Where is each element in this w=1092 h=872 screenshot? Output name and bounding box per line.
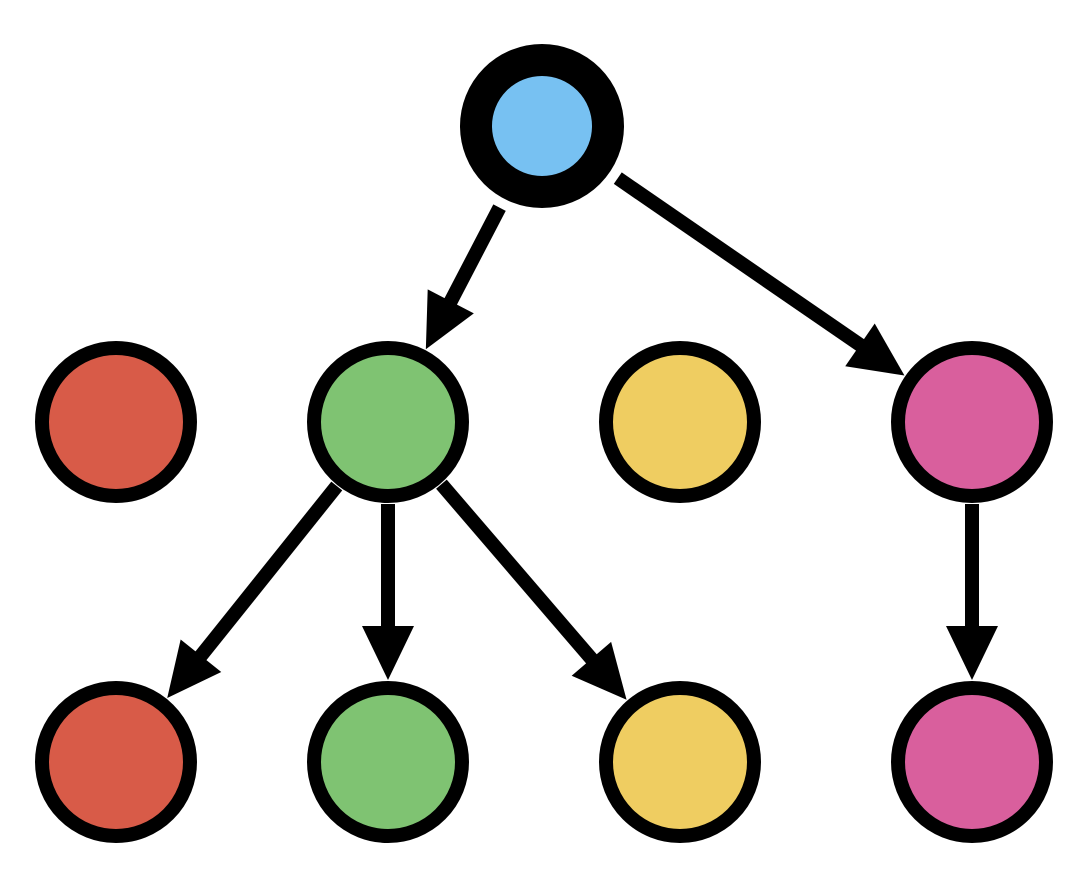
edge-root-to-l1-green bbox=[425, 204, 506, 350]
nodes bbox=[35, 44, 1053, 843]
node-root bbox=[460, 44, 624, 208]
node-l2-pink bbox=[891, 681, 1053, 843]
arrowhead-icon bbox=[362, 626, 414, 680]
edge-l1-green-to-l2-yellow bbox=[436, 479, 627, 700]
node-l2-red bbox=[35, 681, 197, 843]
node-l1-pink bbox=[891, 341, 1053, 503]
edge-line bbox=[192, 481, 343, 664]
edge-l1-green-to-l2-red bbox=[167, 481, 343, 698]
edges bbox=[167, 172, 998, 700]
arrowhead-icon bbox=[167, 639, 222, 698]
arrowhead-icon bbox=[425, 289, 474, 350]
arrowhead-icon bbox=[845, 323, 905, 376]
node-l2-yellow bbox=[599, 681, 761, 843]
node-l1-yellow bbox=[599, 341, 761, 503]
node-l1-red bbox=[35, 341, 197, 503]
edge-line bbox=[613, 172, 868, 353]
node-l1-green bbox=[307, 341, 469, 503]
arrowhead-icon bbox=[946, 626, 998, 680]
edge-l1-pink-to-l2-pink bbox=[946, 504, 998, 680]
edge-line bbox=[436, 479, 600, 667]
edge-line bbox=[442, 204, 506, 309]
arrowhead-icon bbox=[571, 641, 627, 700]
node-l2-green bbox=[307, 681, 469, 843]
edge-root-to-l1-pink bbox=[613, 172, 905, 376]
edge-l1-green-to-l2-green bbox=[362, 504, 414, 680]
